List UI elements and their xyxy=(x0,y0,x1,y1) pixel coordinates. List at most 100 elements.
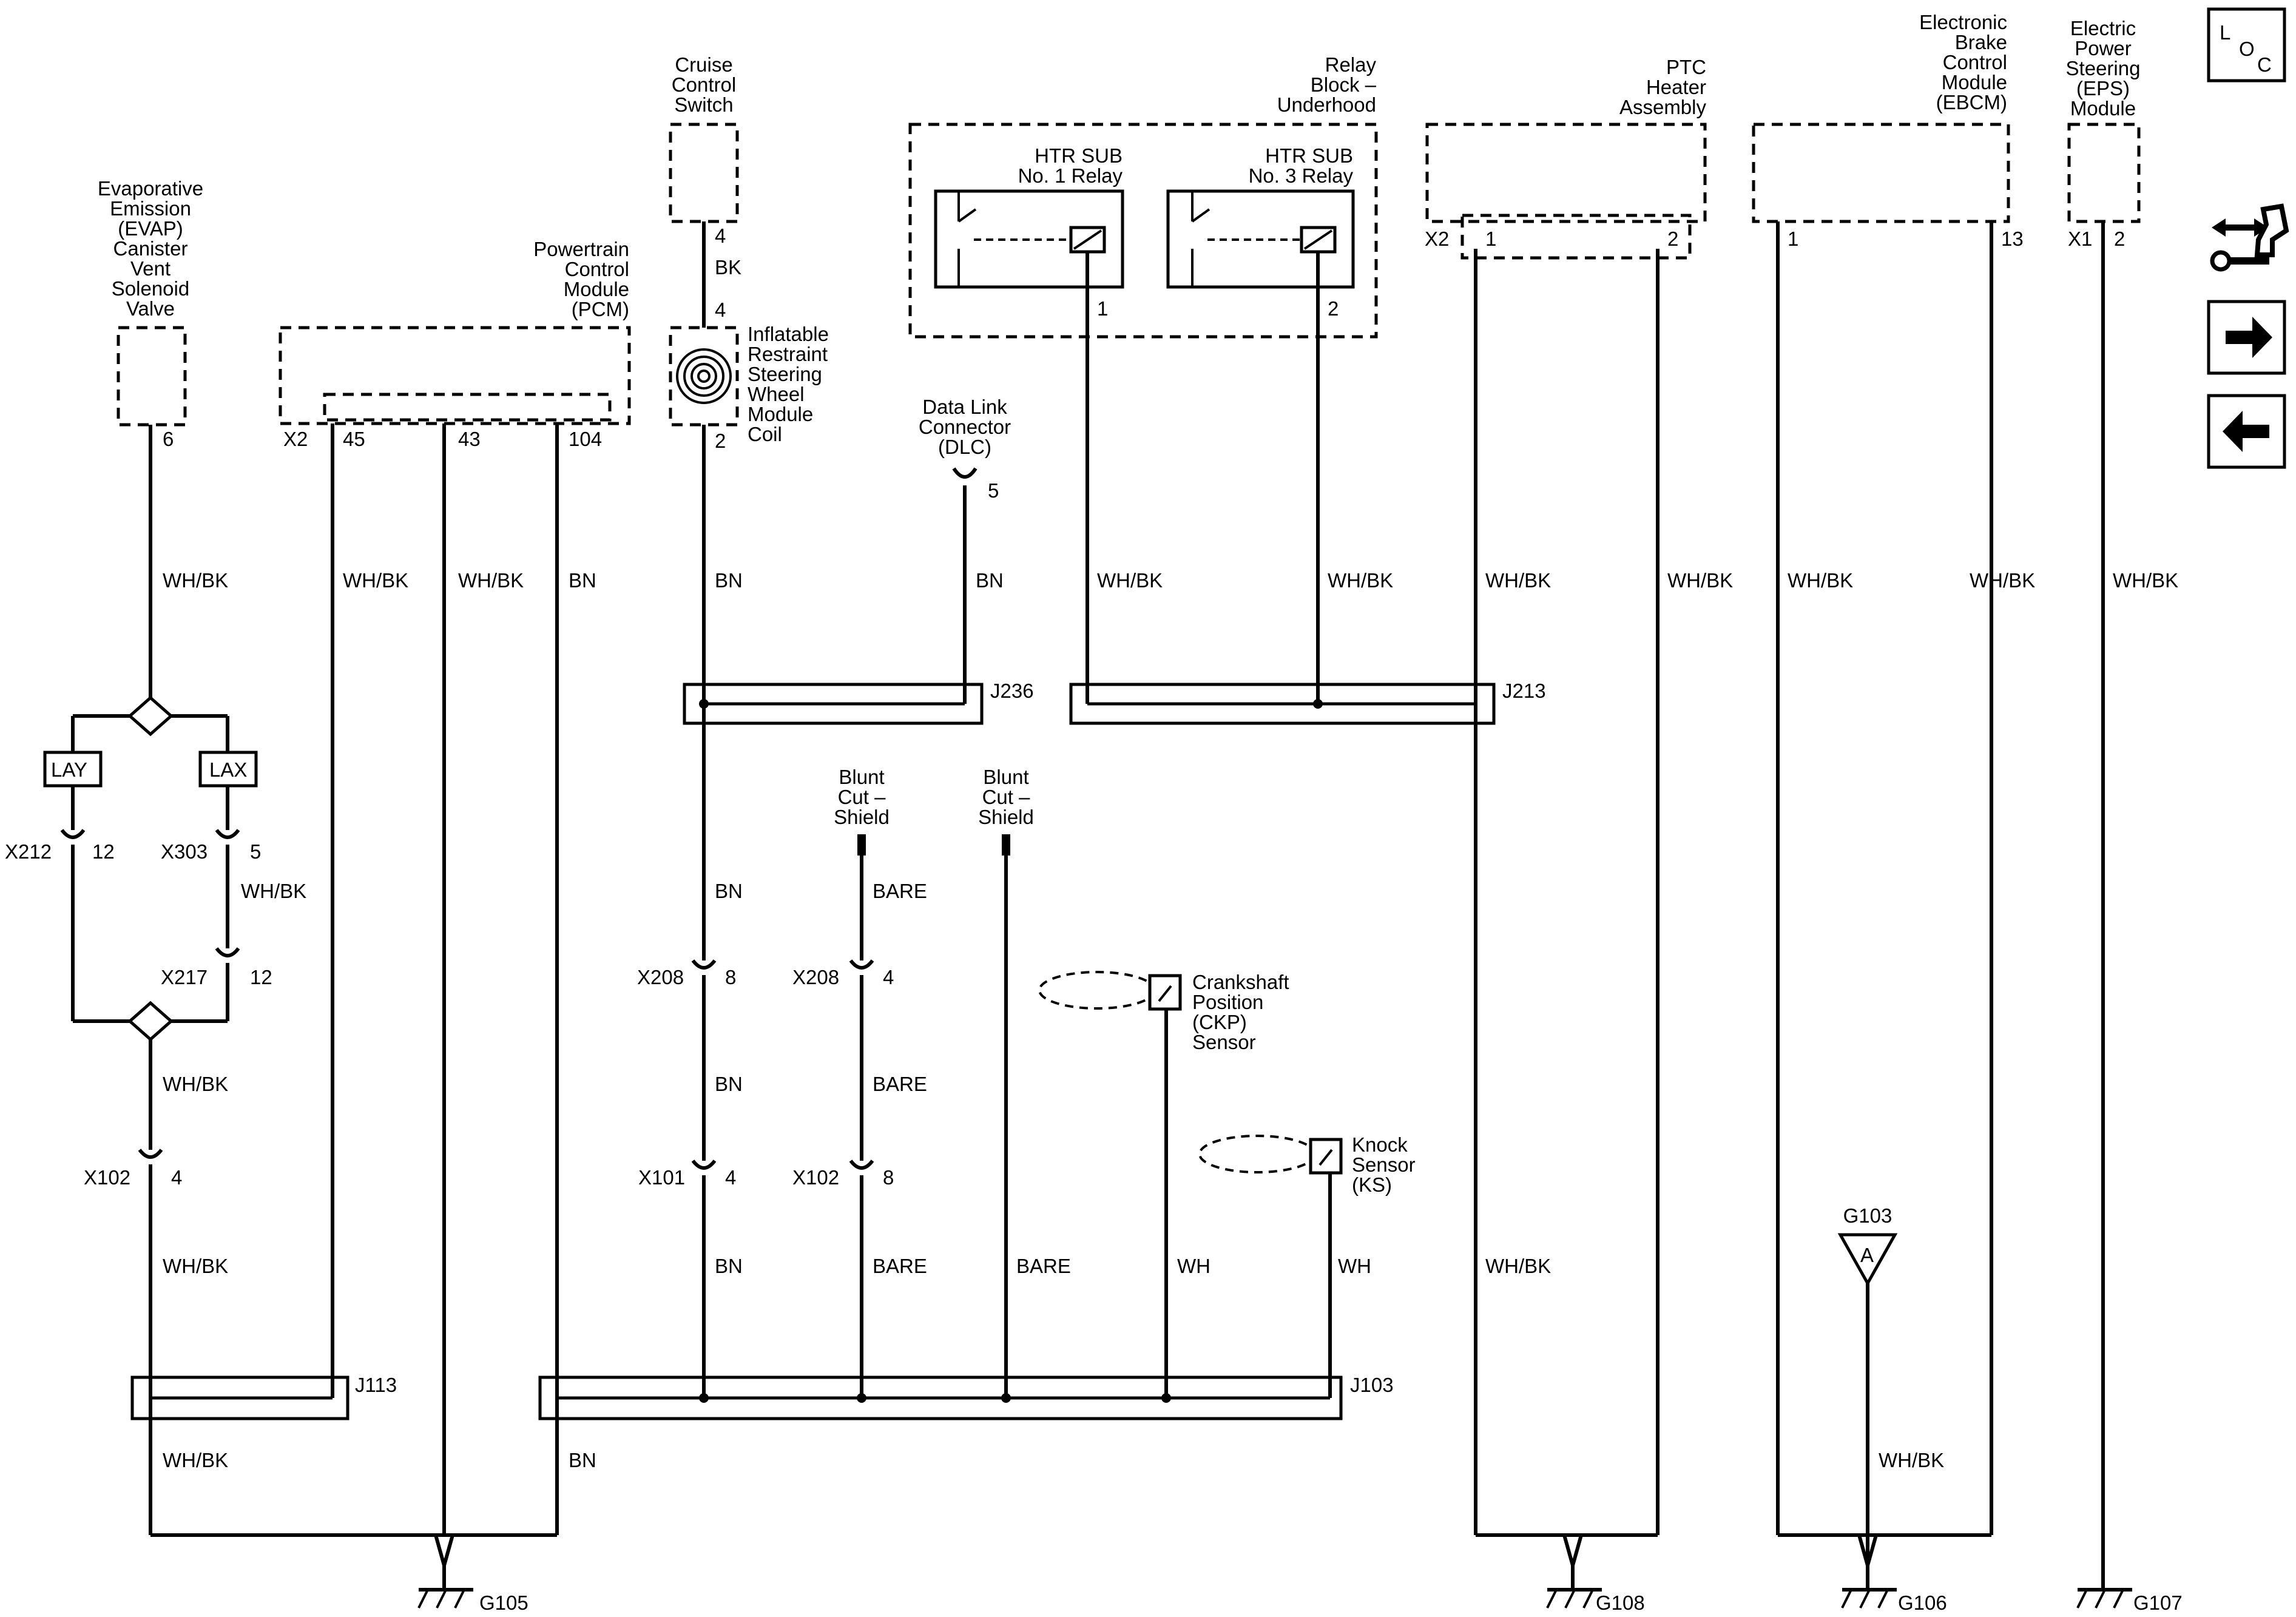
pin-label: 43 xyxy=(458,428,481,450)
htr-sub-no1-relay[interactable]: HTR SUB No. 1 Relay xyxy=(934,144,1124,289)
pin-label: 5 xyxy=(250,840,261,863)
location-icon[interactable]: L O C xyxy=(2207,7,2286,83)
coil-label-3: Steering xyxy=(748,363,822,385)
evap-label-6: Solenoid xyxy=(112,277,189,300)
relay-block-underhood[interactable]: Relay Block – Underhood HTR SUB No. 1 Re… xyxy=(908,53,1378,339)
ebcm-label-2: Brake xyxy=(1955,31,2007,53)
relay3-label-1: HTR SUB xyxy=(1265,144,1353,167)
pcm-label-2: Control xyxy=(565,258,629,280)
htr-sub-no3-relay[interactable]: HTR SUB No. 3 Relay xyxy=(1166,144,1355,289)
wire-color-label: WH xyxy=(1177,1255,1210,1277)
splice-j213[interactable]: J213 xyxy=(1069,680,1546,725)
g103-label: G103 xyxy=(1843,1204,1893,1227)
ground-g106[interactable]: G106 xyxy=(1841,1534,1947,1614)
wire-color-label: WH/BK xyxy=(1485,1255,1551,1277)
wire-color-label: BARE xyxy=(873,880,927,902)
pin-label: 2 xyxy=(2114,228,2125,250)
wire-color-label: WH/BK xyxy=(1328,569,1393,592)
wire-color-label: WH/BK xyxy=(163,1255,228,1277)
ground-g107[interactable]: G107 xyxy=(2076,1588,2183,1614)
knock-sensor[interactable]: Knock Sensor (KS) xyxy=(1198,1133,1416,1398)
pin-label: 1 xyxy=(1485,228,1496,250)
ground-g105[interactable]: G105 xyxy=(417,1534,528,1614)
pcm-module[interactable]: Powertrain Control Module (PCM) xyxy=(279,238,631,425)
pin-label: 4 xyxy=(715,224,726,247)
connector-label: X208 xyxy=(792,966,839,988)
evap-circuit xyxy=(43,425,258,1535)
ebcm-label-4: Module xyxy=(1942,71,2007,93)
wire-color-label: WH/BK xyxy=(163,569,228,592)
j113-label: J113 xyxy=(355,1374,397,1396)
wire-color-label: BN xyxy=(976,569,1004,592)
ebcm-label-5: (EBCM) xyxy=(1936,91,2007,113)
evap-label-3: (EVAP) xyxy=(118,217,183,240)
wire-color-label: WH/BK xyxy=(1097,569,1163,592)
evap-valve[interactable]: Evaporative Emission (EVAP) Canister Ven… xyxy=(98,177,203,427)
relay-wires xyxy=(1086,287,1320,704)
splice-j103[interactable]: J103 xyxy=(538,1374,1394,1420)
ptc-label-3: Assembly xyxy=(1619,96,1707,118)
lay-option-label: LAY xyxy=(51,758,87,781)
g108-label: G108 xyxy=(1596,1592,1645,1614)
relay1-label-2: No. 1 Relay xyxy=(1018,164,1123,187)
connector-end-view-icon[interactable] xyxy=(2210,203,2289,272)
pcm-label-4: (PCM) xyxy=(572,298,629,320)
loc-letter-c: C xyxy=(2257,53,2272,76)
pcm-label-3: Module xyxy=(564,278,629,300)
evap-label-5: Vent xyxy=(130,257,171,280)
ptc-heater-assembly[interactable]: PTC Heater Assembly xyxy=(1425,56,1707,260)
inflatable-restraint-coil[interactable]: Inflatable Restraint Steering Wheel Modu… xyxy=(669,323,829,445)
pin-labels: 6 X2 45 43 104 4 BK 4 2 5 1 2 X2 1 2 1 1… xyxy=(5,224,2125,1189)
previous-page-icon[interactable] xyxy=(2207,394,2286,469)
shield-label-2: Cut – xyxy=(982,786,1031,808)
pin-label: 1 xyxy=(1097,297,1108,320)
wire-color-label: WH xyxy=(1338,1255,1371,1277)
wire-color-label: WH/BK xyxy=(163,1073,228,1095)
wire-color-label: BN xyxy=(715,880,743,902)
shield-label-1: Blunt xyxy=(839,766,884,788)
wire-color-label: WH/BK xyxy=(241,880,306,902)
wire-color-label: WH/BK xyxy=(1667,569,1733,592)
cruise-circuit xyxy=(691,221,717,1398)
pin-label: 5 xyxy=(988,479,999,502)
pin-label: 12 xyxy=(250,966,272,988)
splice-j113[interactable]: J113 xyxy=(130,1374,397,1420)
ckp-label-1: Crankshaft xyxy=(1192,971,1289,993)
pin-label: 4 xyxy=(715,299,726,321)
ckp-sensor[interactable]: Crankshaft Position (CKP) Sensor xyxy=(1038,971,1289,1398)
ckp-label-4: Sensor xyxy=(1192,1031,1256,1053)
connector-label: X2 xyxy=(1425,228,1449,250)
eps-module[interactable]: Electric Power Steering (EPS) Module xyxy=(2066,17,2141,223)
evap-label-7: Valve xyxy=(126,297,175,320)
relay-block-label-2: Block – xyxy=(1311,73,1377,96)
splice-j236[interactable]: J236 xyxy=(683,680,1034,725)
j103-label: J103 xyxy=(1350,1374,1394,1396)
wire-color-label: WH/BK xyxy=(2113,569,2178,592)
cruise-control-switch[interactable]: Cruise Control Switch xyxy=(669,53,739,223)
ebcm-module[interactable]: Electronic Brake Control Module (EBCM) xyxy=(1752,11,2010,223)
eps-label-1: Electric xyxy=(2070,17,2136,39)
shield-wires xyxy=(849,834,1010,1398)
connector-label: X212 xyxy=(5,840,52,863)
cruise-label-1: Cruise xyxy=(675,53,732,76)
dlc-label-3: (DLC) xyxy=(938,436,991,458)
cruise-label-2: Control xyxy=(672,73,736,96)
evap-label-4: Canister xyxy=(113,237,188,260)
relay-block-label-3: Underhood xyxy=(1277,93,1376,116)
ks-label-1: Knock xyxy=(1352,1133,1408,1156)
connector-label: X102 xyxy=(84,1166,130,1189)
j213-label: J213 xyxy=(1502,680,1546,702)
connector-label: X217 xyxy=(161,966,208,988)
data-link-connector[interactable]: Data Link Connector (DLC) xyxy=(919,396,1011,479)
connector-label: X101 xyxy=(638,1166,685,1189)
relay1-label-1: HTR SUB xyxy=(1035,144,1123,167)
wire-color-label: WH/BK xyxy=(1970,569,2035,592)
eps-label-4: (EPS) xyxy=(2076,77,2130,100)
dlc-label-2: Connector xyxy=(919,416,1011,438)
pin-label: 2 xyxy=(715,430,726,452)
pin-label: 2 xyxy=(1667,228,1678,250)
next-page-icon[interactable] xyxy=(2207,300,2286,375)
ground-g108[interactable]: G108 xyxy=(1546,1534,1645,1614)
shield-label-2: Cut – xyxy=(838,786,886,808)
